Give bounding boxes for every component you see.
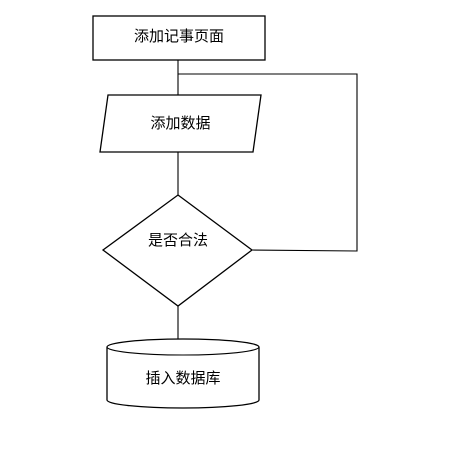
node-start-label: 添加记事页面 (133, 27, 224, 45)
node-input-label: 添加数据 (150, 114, 211, 132)
node-store-label: 插入数据库 (145, 369, 221, 387)
node-check-label: 是否合法 (147, 231, 208, 249)
node-store-cylinder (106, 338, 260, 409)
node-start-rectangle (92, 15, 266, 61)
node-input-parallelogram (99, 94, 262, 153)
edge-check-loop-back (178, 73, 358, 252)
node-check-diamond (101, 194, 254, 307)
